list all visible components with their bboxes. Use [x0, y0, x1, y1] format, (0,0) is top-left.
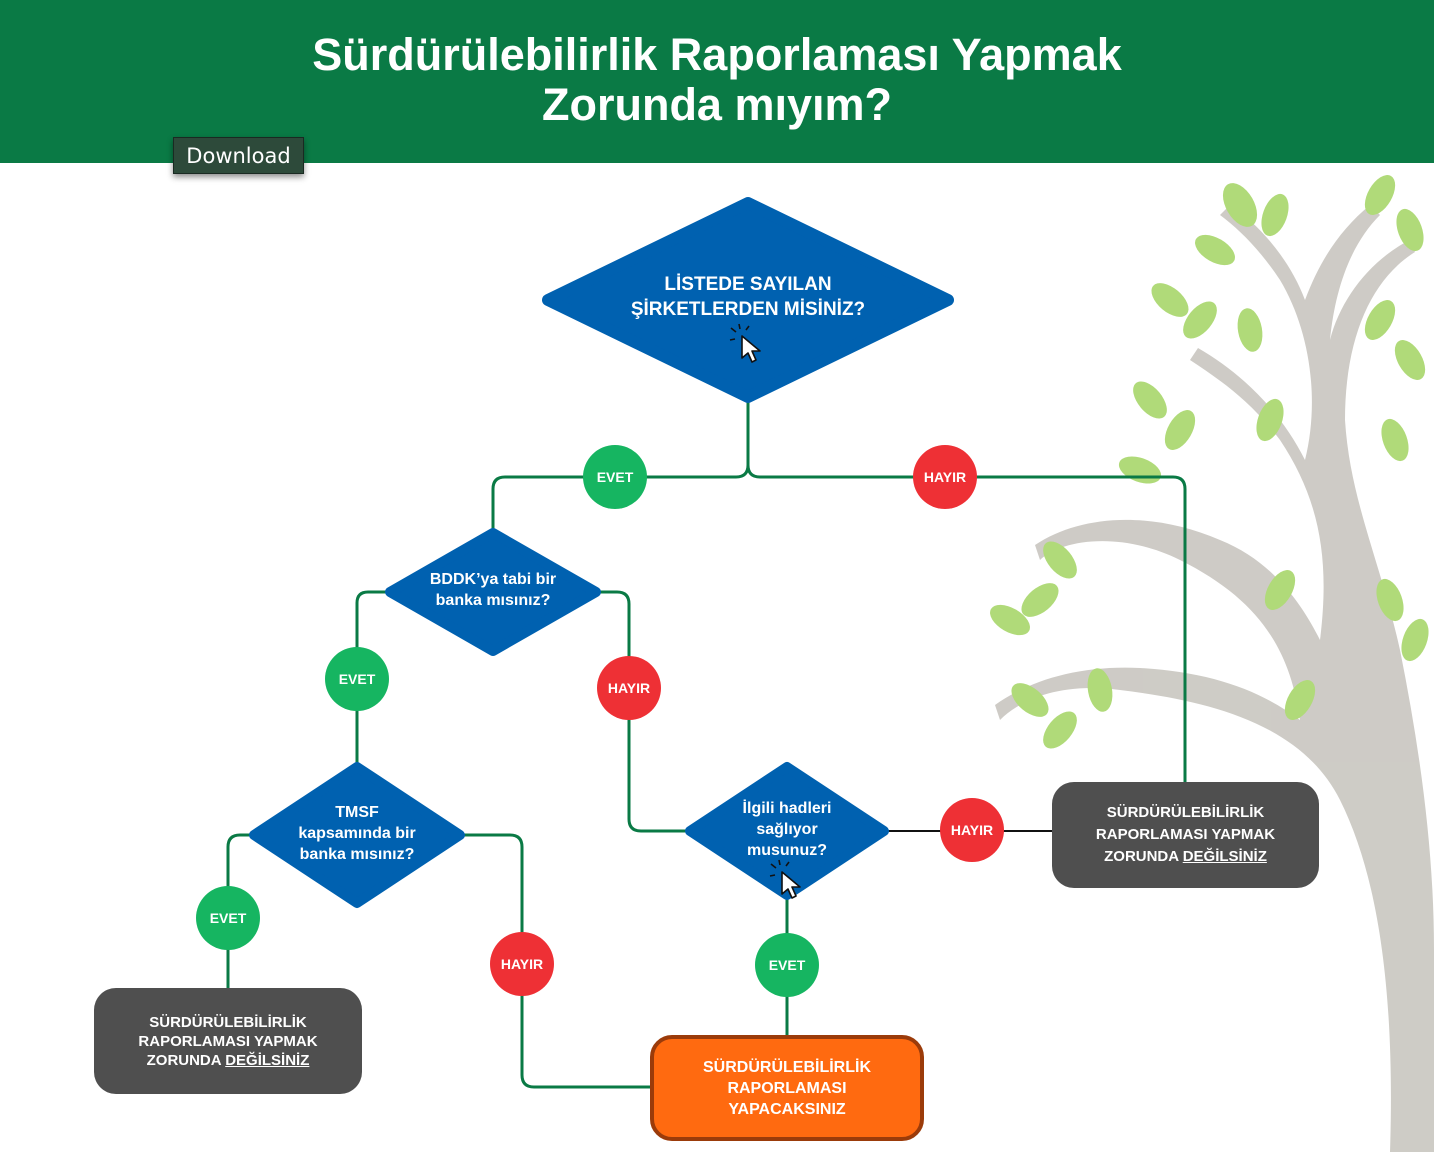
cursor-click-icon	[769, 859, 801, 899]
decision-q2-shape	[385, 528, 601, 656]
result-line3: ZORUNDA DEĞİLSİNİZ	[147, 1051, 310, 1070]
decision-q2-line2: banka mısınız?	[435, 592, 551, 609]
answer-q2-yes[interactable]: EVET	[325, 647, 389, 711]
decision-q4-line3: musunuz?	[747, 842, 827, 859]
answer-q1-no[interactable]: HAYIR	[913, 445, 977, 509]
title-line-2: Zorunda mıyım?	[541, 79, 893, 130]
decision-q2-line1: BDDK’ya tabi bir	[429, 571, 557, 588]
result-prefix: ZORUNDA	[146, 1051, 222, 1069]
answer-q3-yes[interactable]: EVET	[196, 886, 260, 950]
result-required-line1: SÜRDÜRÜLEBİLİRLİK	[703, 1058, 871, 1076]
tree-background	[990, 175, 1434, 1152]
decision-q4-shape	[685, 762, 889, 900]
answer-q4-no[interactable]: HAYIR	[940, 798, 1004, 862]
connector-q3-no	[458, 833, 652, 1089]
result-emphasis: DEĞİLSİNİZ	[225, 1051, 310, 1069]
answer-q4-yes[interactable]: EVET	[755, 933, 819, 997]
result-line2: RAPORLAMASI YAPMAK	[138, 1032, 318, 1050]
decision-q1-shape	[542, 197, 954, 403]
result-line2: RAPORLAMASI YAPMAK	[1095, 826, 1276, 843]
result-line1: SÜRDÜRÜLEBİLİRLİK	[149, 1013, 307, 1031]
answer-q2-no[interactable]: HAYIR	[597, 656, 661, 720]
decision-q4-line1: İlgili hadleri	[742, 800, 832, 817]
cursor-click-icon	[729, 323, 761, 363]
result-required-line3: YAPACAKSINIZ	[728, 1100, 846, 1118]
download-button[interactable]: Download	[173, 137, 304, 174]
decision-q3-shape	[249, 762, 465, 908]
connectors	[226, 395, 1187, 1089]
title-line-1: Sürdürülebilirlik Raporlaması Yapmak	[312, 29, 1122, 80]
result-line3: ZORUNDA DEĞİLSİNİZ	[1104, 846, 1267, 868]
decision-q1-line1: LİSTEDE SAYILAN	[664, 274, 832, 295]
result-not-required-right[interactable]: SÜRDÜRÜLEBİLİRLİK RAPORLAMASI YAPMAK ZOR…	[1052, 782, 1319, 888]
connector-q3-yes	[226, 833, 258, 990]
decision-q4[interactable]: İlgili hadleri sağlıyor musunuz?	[712, 798, 862, 861]
decision-q4-line2: sağlıyor	[756, 821, 818, 838]
result-required-line2: RAPORLAMASI	[727, 1079, 847, 1097]
decision-q3[interactable]: TMSF kapsamında bir banka mısınız?	[272, 802, 442, 865]
connector-q1-no	[746, 464, 1187, 782]
decision-q3-line2: kapsamında bir	[298, 825, 416, 842]
answer-q1-yes[interactable]: EVET	[583, 445, 647, 509]
decision-q1[interactable]: LİSTEDE SAYILAN ŞİRKETLERDEN MİSİNİZ?	[578, 272, 918, 322]
result-emphasis: DEĞİLSİNİZ	[1182, 848, 1267, 865]
decision-q3-line1: TMSF	[335, 804, 379, 821]
page-header	[0, 0, 1434, 163]
page-title: Sürdürülebilirlik Raporlaması Yapmak Zor…	[0, 30, 1434, 130]
decision-q3-line3: banka mısınız?	[299, 846, 415, 863]
result-required[interactable]: SÜRDÜRÜLEBİLİRLİK RAPORLAMASI YAPACAKSIN…	[650, 1035, 924, 1141]
result-not-required-left[interactable]: SÜRDÜRÜLEBİLİRLİK RAPORLAMASI YAPMAK ZOR…	[94, 988, 362, 1094]
result-prefix: ZORUNDA	[1104, 848, 1179, 865]
decision-q2[interactable]: BDDK’ya tabi bir banka mısınız?	[408, 569, 578, 611]
result-line1: SÜRDÜRÜLEBİLİRLİK	[1106, 804, 1265, 821]
answer-q3-no[interactable]: HAYIR	[490, 932, 554, 996]
decision-q1-line2: ŞİRKETLERDEN MİSİNİZ?	[630, 299, 866, 320]
connector-q2-yes	[355, 590, 395, 770]
